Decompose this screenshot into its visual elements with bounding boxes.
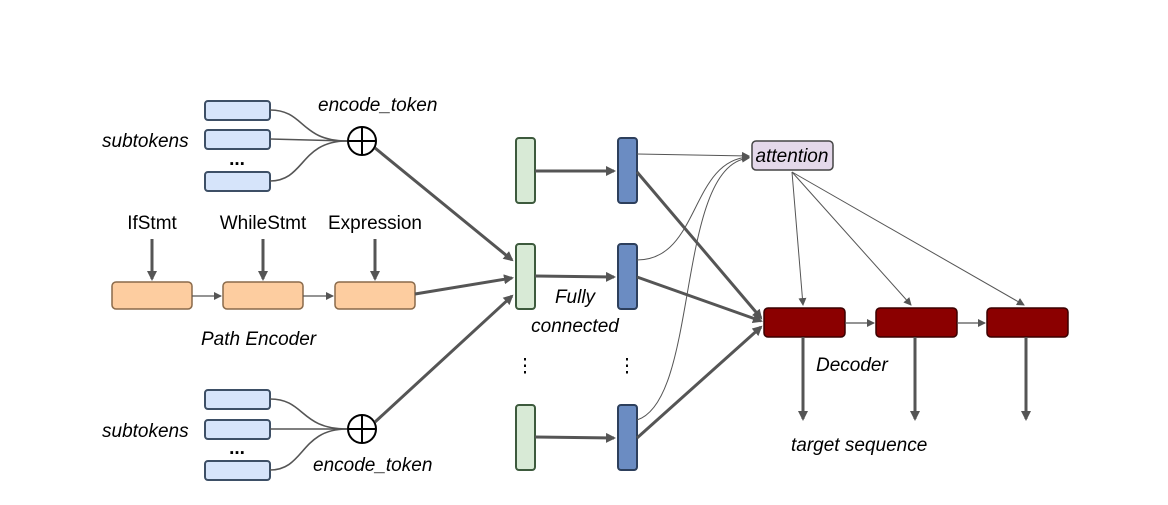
connector [269, 398, 348, 430]
path-encoder-cell [222, 281, 304, 310]
attention-input-line [636, 151, 750, 160]
path-encoder-cell [334, 281, 416, 310]
fully-connected-label: connected [531, 316, 620, 337]
fc-vector [617, 404, 638, 471]
flow-arrow [374, 146, 514, 262]
target-sequence-label: target sequence [791, 435, 927, 456]
decoder-label: Decoder [816, 355, 888, 376]
decoder-input-arrow [635, 325, 763, 440]
decoder-cell [986, 307, 1069, 338]
attention-label: attention [756, 146, 829, 167]
attention-box [751, 140, 834, 171]
node-label-expression: Expression [328, 213, 422, 234]
node-label-whilestmt: WhileStmt [220, 213, 307, 234]
encode-token-label: encode_token [318, 95, 437, 116]
encode-token-label: encode_token [313, 455, 432, 476]
subtoken-box [204, 419, 271, 440]
decoder-cell [875, 307, 958, 338]
node-label-ifstmt: IfStmt [127, 213, 177, 234]
decoder-input-arrow [636, 275, 763, 324]
attention-input-line [636, 154, 750, 421]
fc-arrow [534, 271, 616, 282]
context-vector [515, 404, 536, 471]
flow-arrow [373, 294, 514, 424]
subtoken-group-bottom: ... subtokens encode_token [102, 389, 432, 481]
flow-arrow [414, 274, 514, 296]
decoder-cell [763, 307, 846, 338]
fully-connected-label: Fully [555, 287, 597, 308]
decoder-input-arrow [635, 171, 763, 320]
ellipsis: ... [229, 149, 245, 170]
sum-operator-icon [347, 126, 377, 156]
subtoken-box [204, 100, 271, 121]
fc-vector [617, 137, 638, 204]
decoder: Decoder target sequence [763, 307, 1069, 456]
subtokens-label: subtokens [102, 421, 189, 442]
sum-operator-icon [347, 414, 377, 444]
subtoken-box [204, 129, 271, 150]
attention-input-line [636, 153, 750, 261]
subtoken-group-top: ... subtokens encode_token [102, 95, 437, 192]
attention-output-line [791, 171, 1025, 306]
path-encoder-cell [111, 281, 193, 310]
attention-output-line [791, 171, 807, 306]
vertical-ellipsis: ⋮ [618, 356, 637, 377]
subtoken-box [204, 460, 271, 481]
subtoken-box [204, 171, 271, 192]
subtokens-label: subtokens [102, 131, 189, 152]
connector [269, 428, 348, 471]
context-vector [515, 243, 536, 310]
path-encoder-label: Path Encoder [201, 329, 317, 350]
fc-vector [617, 243, 638, 310]
vertical-ellipsis: ⋮ [516, 356, 535, 377]
path-encoder: IfStmt WhileStmt Expression Path Encoder [111, 213, 422, 350]
ellipsis: ... [229, 438, 245, 459]
fc-arrow [534, 432, 616, 443]
context-vector [515, 137, 536, 204]
connector [269, 140, 348, 182]
attention-output-line [791, 171, 912, 306]
subtoken-box [204, 389, 271, 410]
connector [269, 138, 348, 142]
